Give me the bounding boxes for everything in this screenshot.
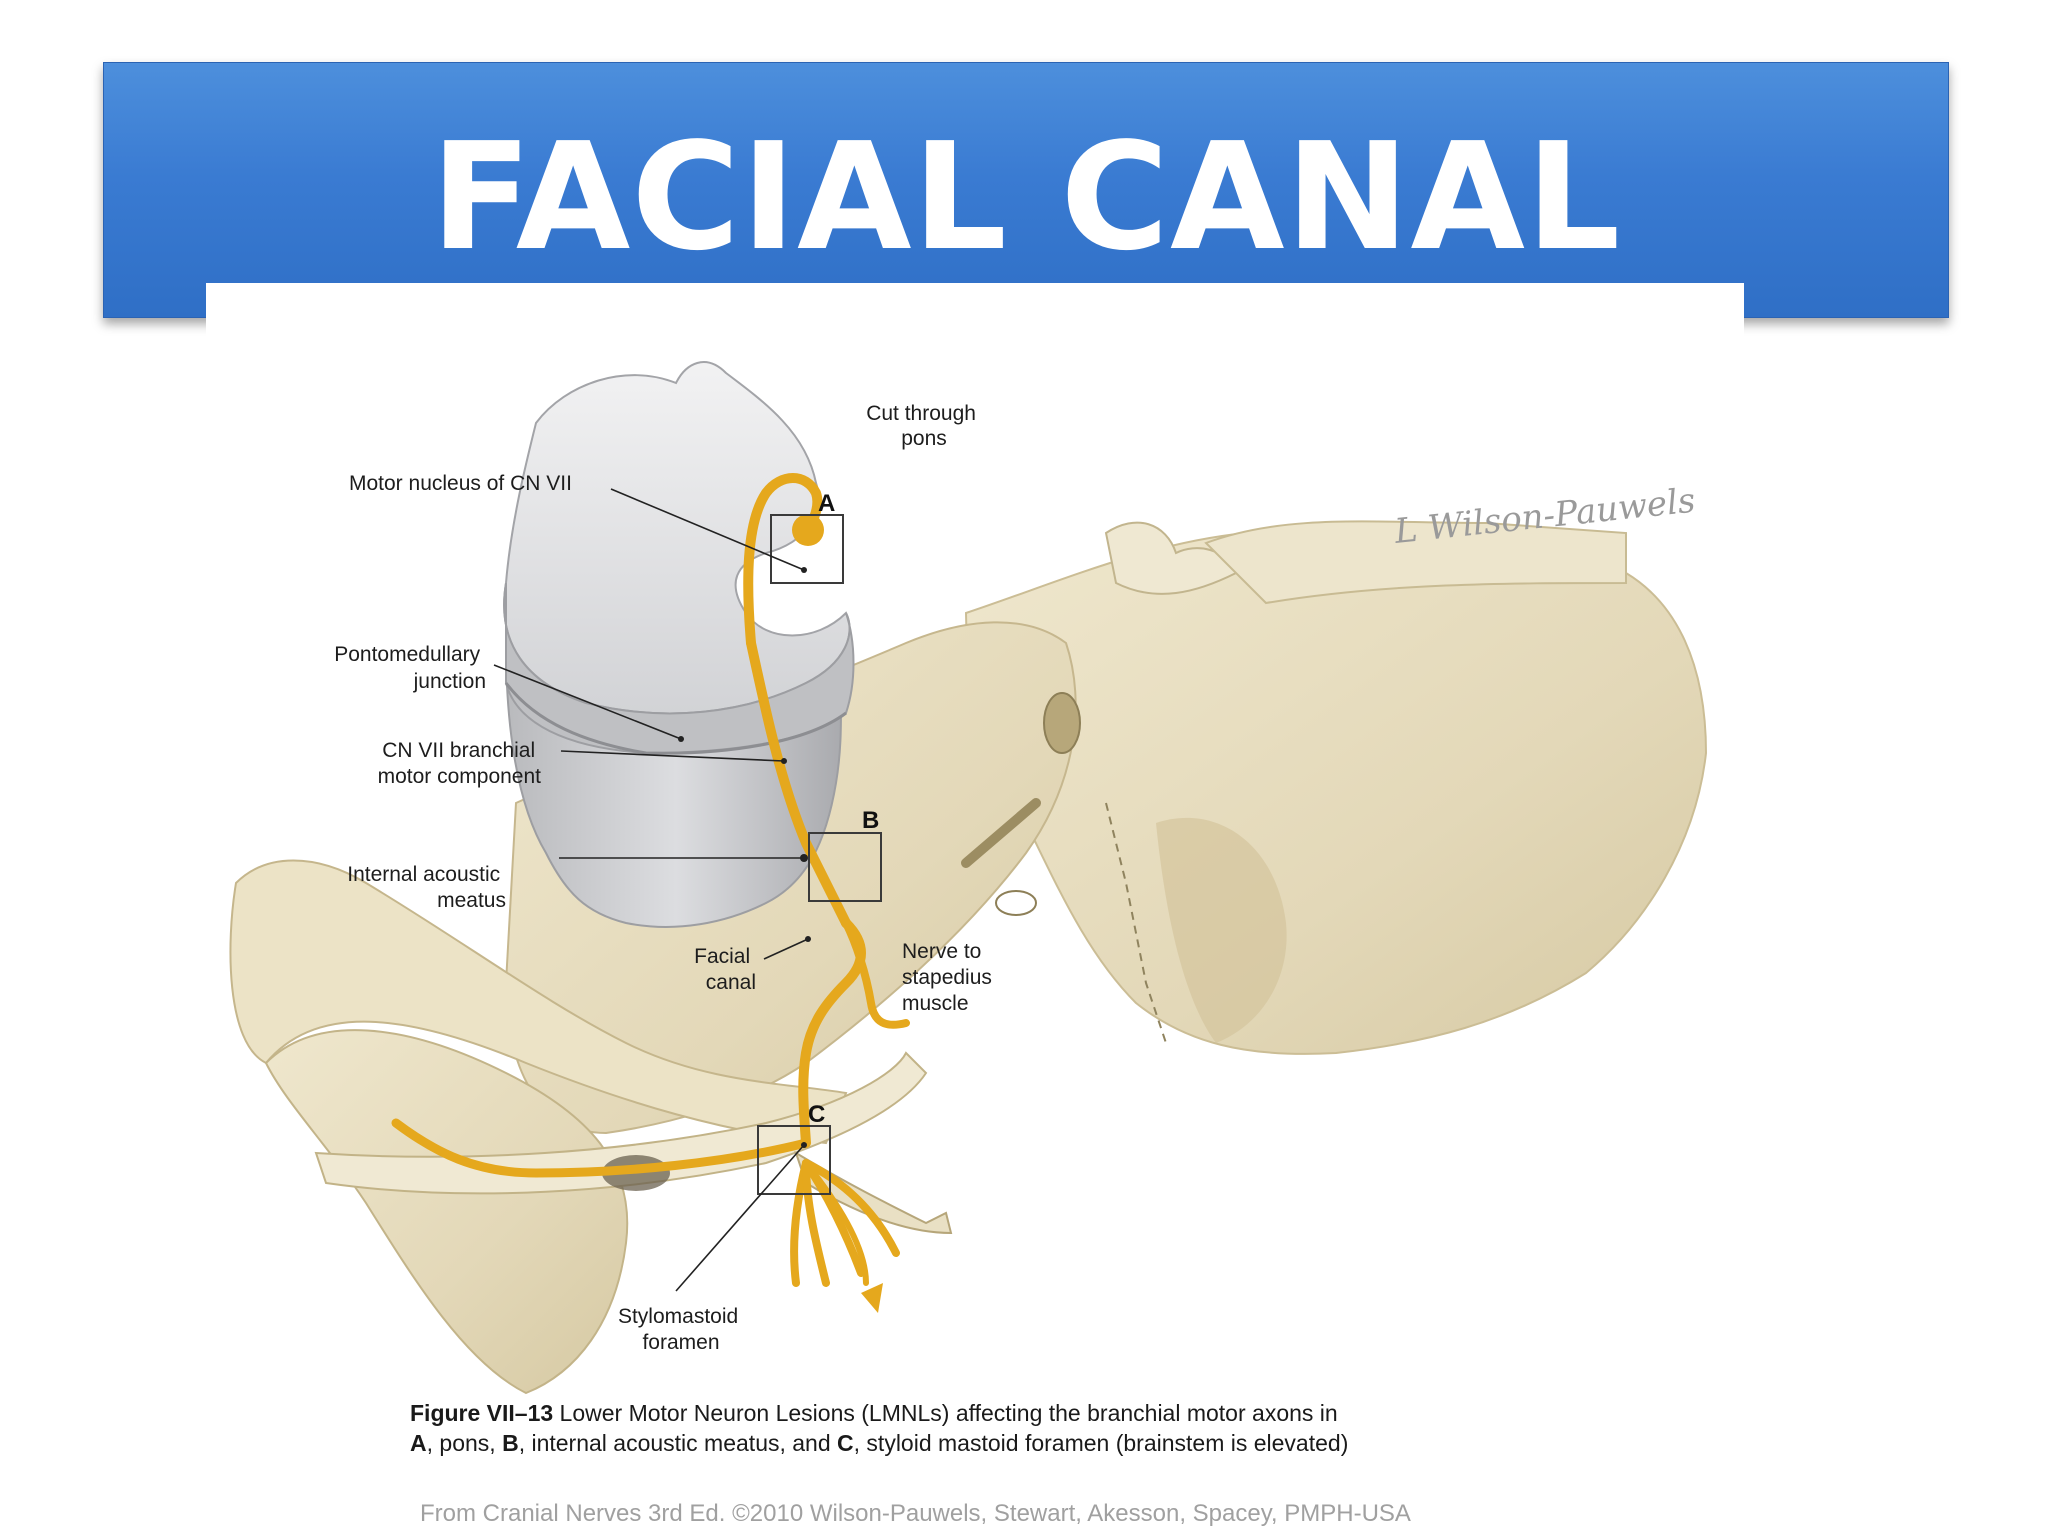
nerve-to-stapedius [842,919,910,1029]
label-motor-nucleus: Motor nucleus of CN VII [349,472,572,495]
leader-stylomastoid [675,1144,805,1292]
nerve-arrow-tail [803,1160,869,1286]
foramen-oval [1043,692,1081,754]
skull-base-right [964,531,1708,1055]
label-facial-canal: Facial canal [694,945,756,994]
caption-line1: Lower Motor Neuron Lesions (LMNLs) affec… [553,1400,1338,1426]
label-branchial-motor: CN VII branchial motor component [378,739,542,788]
lesion-box-b [808,832,882,902]
facial-nerve [391,473,910,1287]
pontomedullary-junction [504,682,847,755]
caption-fig-label: Figure VII–13 [410,1400,554,1426]
fossa-edge [1105,802,1167,1044]
box-letter-a: A [818,490,835,517]
title-bar: FACIAL CANAL [103,62,1949,318]
lesion-box-c [757,1125,831,1195]
slit-opening [961,798,1041,868]
nerve-styloid-branch [391,1118,811,1178]
facial-canal-diagram: A B C Cut through pons Motor nucleus of … [229,361,1708,1395]
leader-pontomedullary [493,664,682,740]
box-letter-b: B [862,807,879,834]
slide-title: FACIAL CANAL [430,111,1622,283]
source-credit: From Cranial Nerves 3rd Ed. ©2010 Wilson… [420,1500,1411,1527]
label-cut-through-pons: Cut through pons [866,402,982,450]
caption-c: C [837,1430,854,1456]
lower-mastoid [264,1029,629,1395]
nerve-arrowhead [861,1283,883,1313]
small-opening [995,890,1037,916]
nerve-fan-4 [802,1159,900,1257]
lesion-box-a [770,514,844,584]
figure-panel: A B C Cut through pons Motor nucleus of … [206,283,1744,1536]
label-nerve-stapedius: Nerve to stapedius muscle [902,940,998,1015]
leader-facial-canal [763,938,809,960]
leader-motor-nucleus [610,488,805,571]
leader-branchial-motor [560,750,785,762]
caption-b: B [502,1430,519,1456]
caption-a: A [410,1430,427,1456]
nerve-descending [746,638,851,928]
lesser-wing [1204,520,1627,605]
middle-fossa-shadow [1156,817,1287,1043]
leader-dots [678,567,811,1148]
label-pontomedullary: Pontomedullary junction [334,643,486,693]
figure-caption: Figure VII–13 Lower Motor Neuron Lesions… [410,1400,1349,1456]
label-internal-acoustic: Internal acoustic meatus [347,863,506,912]
box-letter-c: C [808,1101,825,1128]
nerve-fan-2 [802,1159,830,1287]
nerve-pons-loop [743,473,823,648]
label-stylomastoid: Stylomastoid foramen [618,1305,744,1354]
leader-lines [493,488,809,1292]
motor-nucleus-dot [792,514,824,546]
